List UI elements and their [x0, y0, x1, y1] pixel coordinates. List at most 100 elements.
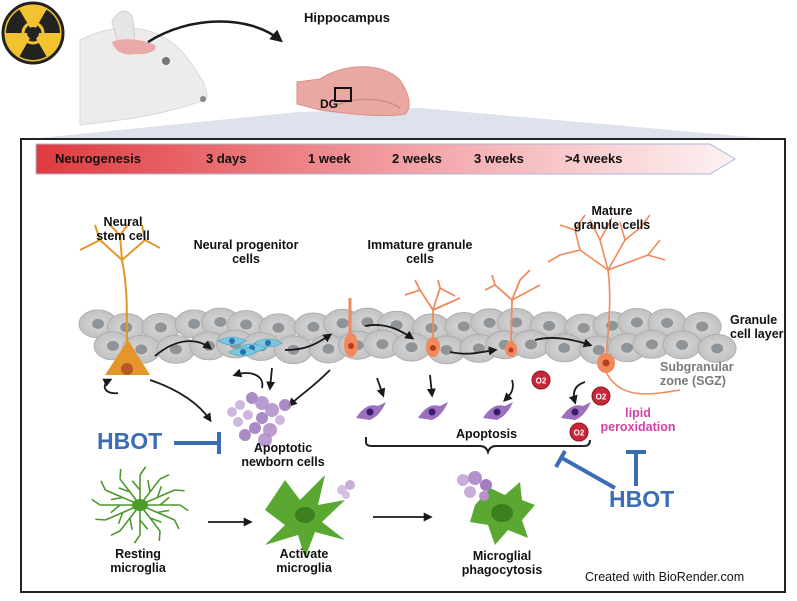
timeline-stage-2: 1 week [308, 151, 351, 166]
progenitor-nucleus [265, 340, 271, 346]
superoxide-label: O2 [574, 429, 585, 438]
granule-cell-nucleus [405, 342, 418, 353]
granule-cell-nucleus [376, 339, 389, 350]
dg-label: DG [320, 97, 338, 111]
granule-cell-nucleus [187, 318, 200, 329]
credit-text: Created with BioRender.com [585, 570, 745, 584]
granule-cell-nucleus [202, 340, 215, 351]
apoptotic-fragment [249, 422, 261, 434]
granule-cell-nucleus [661, 317, 674, 328]
hbot-label-left: HBOT [97, 428, 163, 454]
progenitor-nucleus [240, 349, 246, 355]
apoptotic-fragment [265, 403, 279, 417]
apoptotic-fragment [258, 433, 272, 447]
granule-cell-nucleus [630, 317, 643, 328]
granule-cell-nucleus [154, 322, 167, 333]
hbot-label-right: HBOT [609, 486, 675, 512]
timeline-arrow [35, 143, 736, 175]
hbot-inhibit-right [554, 450, 646, 490]
timeline-stage-3: 2 weeks [392, 151, 442, 166]
resting-microglia [91, 466, 189, 544]
granule-cell-nucleus [425, 322, 438, 333]
granule-cell-nucleus [483, 317, 496, 328]
apoptotic-newborn-cluster [227, 392, 291, 447]
granule-cell-nucleus [621, 342, 634, 353]
apoptotic-fragment [246, 392, 258, 404]
apoptotic-nucleus [493, 408, 501, 416]
zoom-wedge [20, 108, 785, 140]
granule-cell-nucleus [91, 318, 104, 329]
microglia-soma [132, 499, 148, 511]
apoptosis-label: Apoptosis [456, 427, 518, 441]
neural-progenitor-cells [217, 336, 283, 357]
mature-granule-cell [547, 214, 681, 395]
granule-cell-nucleus [558, 342, 571, 353]
radiation-icon [1, 1, 65, 65]
superoxide-label: O2 [596, 393, 607, 402]
apoptotic-fragment [227, 407, 237, 417]
apoptotic-fragment [235, 400, 245, 410]
immature-granule-cell-2 [404, 279, 461, 357]
granule-cell-nucleus [696, 321, 709, 332]
granule-cell-nucleus [711, 343, 724, 354]
zoom-arrow [147, 20, 283, 44]
apoptotic-fragment [233, 417, 243, 427]
timeline-stage-1: 3 days [206, 151, 247, 166]
apoptotic-nucleus [428, 408, 436, 416]
apoptotic-fragment [255, 396, 269, 410]
granule-cell-nucleus [676, 339, 689, 350]
apoptosis-brace [365, 437, 591, 456]
superoxide-icon [591, 386, 611, 406]
granule-cell-nucleus [240, 319, 253, 330]
granule-cell-nucleus [272, 322, 285, 333]
granule-cell-nucleus [322, 343, 335, 354]
apoptotic-fragment [275, 415, 285, 425]
apoptotic-fragment [239, 429, 251, 441]
superoxide-icon [531, 370, 551, 390]
granule-cell-nucleus [106, 340, 119, 351]
immature-granule-cell-1 [344, 298, 358, 357]
apoptotic-fragment [279, 399, 291, 411]
granule-cell-nucleus [645, 339, 658, 350]
superoxide-label: O2 [536, 377, 547, 386]
lineage-arrows [102, 324, 593, 527]
rat-illustration [79, 10, 208, 126]
granule-cell-nucleus [440, 344, 453, 355]
granule-cell-nucleus [135, 344, 148, 355]
granule-cell-nucleus [577, 322, 590, 333]
granule-cell-nucleus [510, 317, 523, 328]
immature-granule-cell-3 [484, 269, 541, 357]
granule-cell-nucleus [307, 321, 320, 332]
granule-cell-nucleus [214, 317, 227, 328]
granule-cell-nucleus [336, 318, 349, 329]
timeline-stage-4: 3 weeks [474, 151, 524, 166]
hbot-inhibit-left [174, 432, 221, 454]
granule-cell-nucleus [457, 321, 470, 332]
activated-microglia [265, 475, 345, 558]
granule-cell-nucleus [525, 339, 538, 350]
apoptotic-fragment [256, 412, 268, 424]
granule-cell-nucleus [592, 344, 605, 355]
progenitor-nucleus [229, 338, 235, 344]
apoptotic-granule-cells [356, 402, 591, 420]
granule-cell-nucleus [169, 344, 182, 355]
hippocampus-label: Hippocampus [304, 10, 390, 25]
granule-cell-nucleus [543, 320, 556, 331]
superoxide-icon [569, 422, 589, 442]
hippocampus-illustration [296, 66, 410, 117]
neural-stem-cell [79, 221, 161, 375]
timeline-stage-0: Neurogenesis [55, 151, 141, 166]
